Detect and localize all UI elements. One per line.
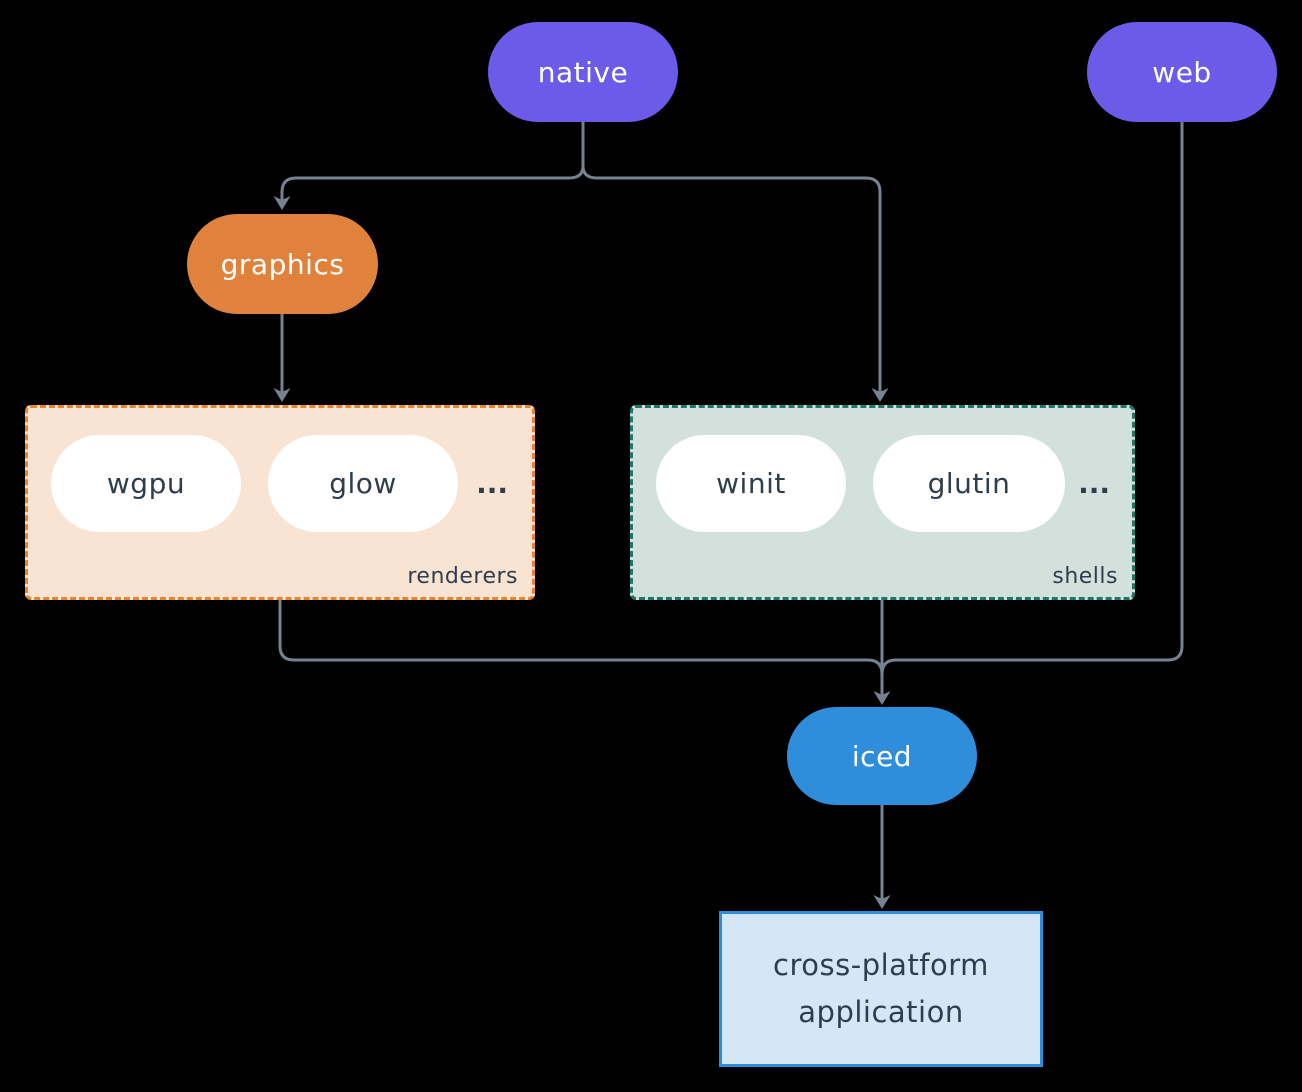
node-web-label: web — [1152, 55, 1212, 89]
group-shells: winit glutin ... shells — [630, 405, 1135, 600]
renderers-group-label: renderers — [407, 564, 518, 589]
node-glow: glow — [268, 435, 458, 532]
application-label-line2: application — [798, 995, 964, 1029]
node-web: web — [1087, 22, 1277, 122]
node-glutin: glutin — [873, 435, 1065, 532]
shells-ellipsis: ... — [1078, 467, 1110, 500]
node-winit-label: winit — [716, 467, 786, 500]
node-graphics-label: graphics — [220, 247, 345, 281]
edge-renderers-to-merge — [278, 600, 884, 675]
edge-native-to-graphics — [280, 165, 585, 200]
node-wgpu: wgpu — [51, 435, 241, 532]
node-glutin-label: glutin — [927, 467, 1011, 500]
edge-native-to-shells — [581, 165, 882, 392]
shells-group-label: shells — [1052, 564, 1118, 589]
application-label-line1: cross-platform — [773, 948, 989, 982]
node-iced-label: iced — [851, 739, 913, 773]
arrowhead-into-application — [873, 895, 891, 909]
renderers-ellipsis: ... — [476, 467, 508, 500]
arrowhead-into-shells — [871, 388, 889, 402]
node-cross-platform-application: cross-platform application — [719, 911, 1043, 1067]
arrowhead-into-renderers — [273, 388, 291, 402]
edge-web-to-merge — [880, 122, 1184, 675]
node-graphics: graphics — [187, 214, 378, 314]
node-wgpu-label: wgpu — [106, 467, 186, 500]
node-iced: iced — [787, 707, 977, 805]
node-glow-label: glow — [329, 467, 397, 500]
group-renderers: wgpu glow ... renderers — [25, 405, 535, 600]
node-winit: winit — [656, 435, 846, 532]
node-native-label: native — [537, 55, 629, 89]
arrowhead-into-iced — [873, 691, 891, 705]
arrowhead-into-graphics — [273, 196, 291, 210]
node-native: native — [488, 22, 678, 122]
